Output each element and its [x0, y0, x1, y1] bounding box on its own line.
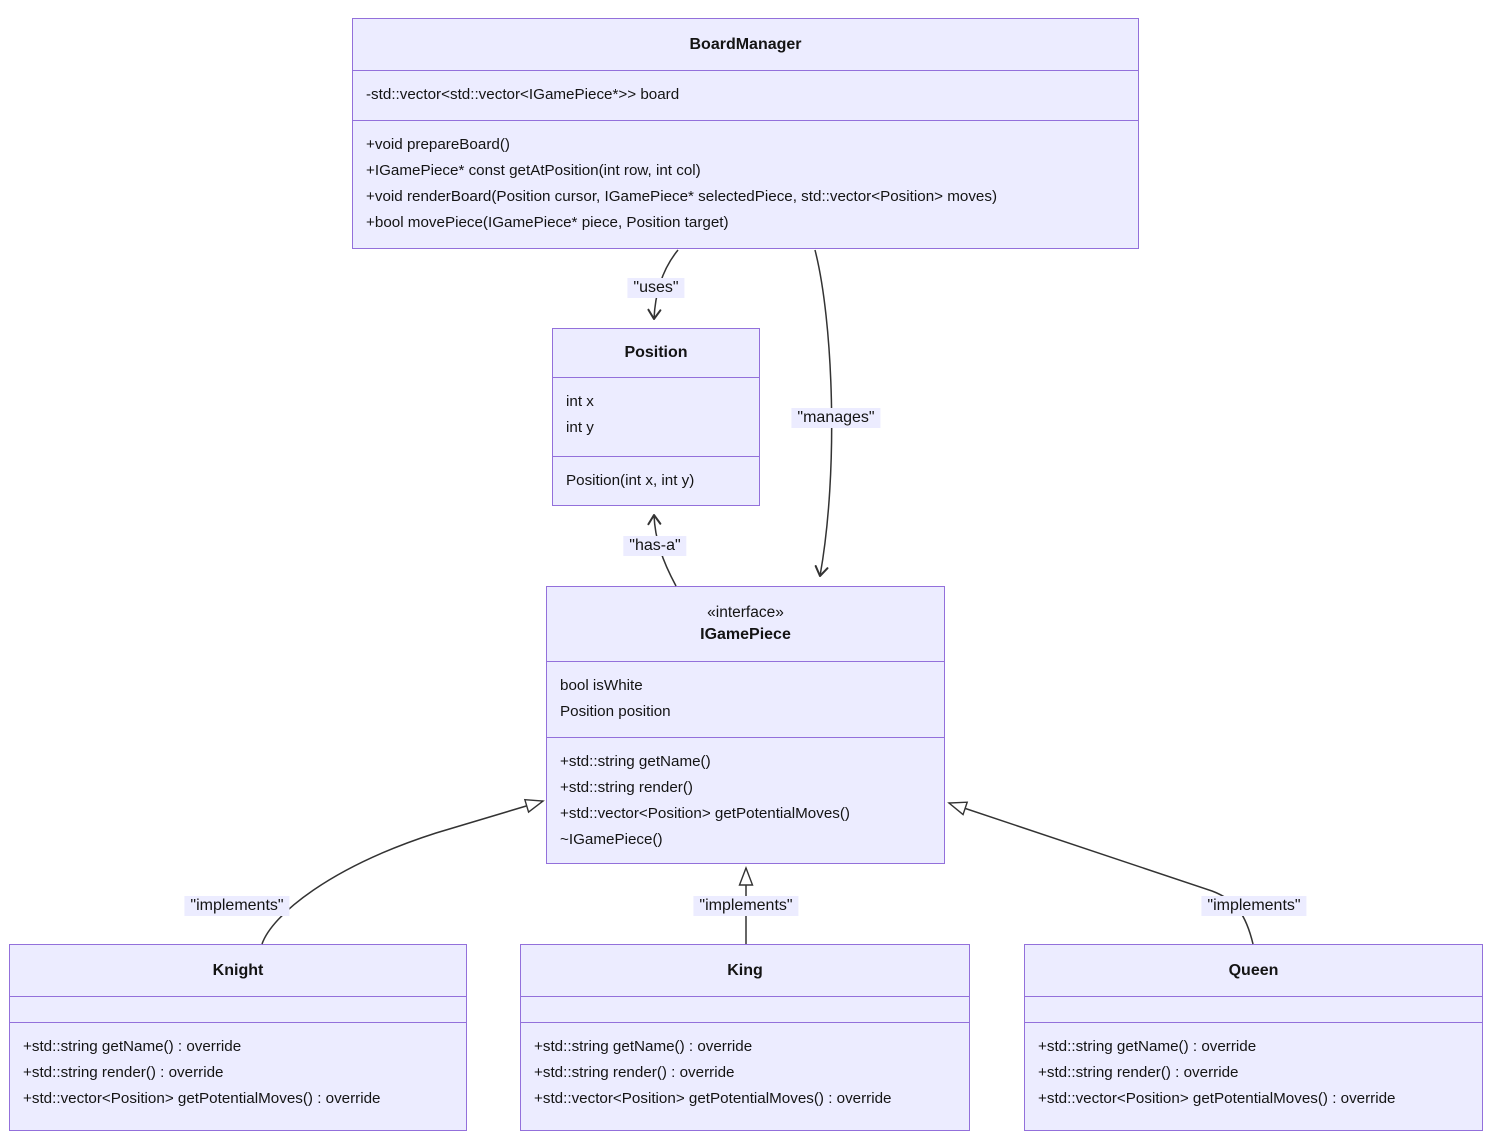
class-methods-boardmanager: +void prepareBoard() +IGamePiece* const g… — [353, 121, 1138, 248]
member-line: Position position — [560, 703, 671, 720]
class-box-knight: Knight +std::string getName() : override… — [9, 944, 467, 1131]
class-title-knight: Knight — [10, 945, 466, 997]
edge-label-uses: "uses" — [627, 278, 685, 298]
class-methods-queen: +std::string getName() : override+std::s… — [1025, 1023, 1482, 1130]
edge-label-has-a: "has-a" — [623, 536, 687, 556]
member-line: +std::string getName() : override — [1038, 1038, 1257, 1055]
class-methods-king: +std::string getName() : override+std::s… — [521, 1023, 969, 1130]
edge-label-implements-king: "implements" — [693, 896, 799, 916]
class-box-queen: Queen +std::string getName() : override+… — [1024, 944, 1483, 1131]
edge-implements-queen — [947, 801, 1254, 945]
class-title-igamepiece: «interface» IGamePiece — [547, 587, 944, 662]
member-line: +std::string render() — [560, 779, 693, 796]
member-line: bool isWhite — [560, 677, 643, 694]
edge-label-implements-knight: "implements" — [184, 896, 290, 916]
class-attributes-knight — [10, 997, 466, 1023]
member-line: +std::vector<Position> getPotentialMoves… — [560, 805, 850, 822]
edge-label-implements-queen: "implements" — [1201, 896, 1307, 916]
member-line: int y — [566, 419, 594, 436]
edge-implements-knight — [261, 798, 545, 945]
class-title-boardmanager: BoardManager — [353, 19, 1138, 71]
member-line: +std::vector<Position> getPotentialMoves… — [1038, 1090, 1396, 1107]
edge-label-manages: "manages" — [791, 408, 881, 428]
class-name: Knight — [212, 961, 264, 979]
class-methods-igamepiece: +std::string getName()+std::string rende… — [547, 738, 944, 864]
class-attributes-boardmanager: -std::vector<std::vector<IGamePiece*>> b… — [353, 71, 1138, 121]
member-line: +std::string getName() — [560, 753, 711, 770]
class-name: Position — [624, 344, 688, 361]
member-line: +void renderBoard(Position cursor, IGame… — [366, 188, 998, 205]
class-title-position: Position — [553, 329, 759, 378]
member-line: ~IGamePiece() — [560, 831, 663, 848]
member-line: +std::string render() : override — [23, 1064, 224, 1081]
class-box-king: King +std::string getName() : override+s… — [520, 944, 970, 1131]
class-title-king: King — [521, 945, 969, 997]
class-box-position: Position int x int y Position(int x, int … — [552, 328, 760, 506]
member-line: +std::string render() : override — [1038, 1064, 1239, 1081]
class-methods-position: Position(int x, int y) — [553, 457, 759, 505]
class-name: King — [727, 961, 763, 979]
member-line: +std::vector<Position> getPotentialMoves… — [23, 1090, 381, 1107]
class-attributes-position: int x int y — [553, 378, 759, 457]
class-attributes-king — [521, 997, 969, 1023]
member-line: +IGamePiece* const getAtPosition(int row… — [366, 162, 701, 179]
class-name: Queen — [1228, 961, 1279, 979]
member-line: +std::vector<Position> getPotentialMoves… — [534, 1090, 892, 1107]
member-line: +std::string getName() : override — [23, 1038, 242, 1055]
member-line: +std::string getName() : override — [534, 1038, 753, 1055]
member-line: -std::vector<std::vector<IGamePiece*>> b… — [366, 86, 680, 103]
member-line: +void prepareBoard() — [366, 136, 510, 153]
member-line: Position(int x, int y) — [566, 472, 695, 489]
class-box-boardmanager: BoardManager -std::vector<std::vector<IG… — [352, 18, 1139, 249]
class-attributes-queen — [1025, 997, 1482, 1023]
class-methods-knight: +std::string getName() : override+std::s… — [10, 1023, 466, 1130]
member-line: +std::string render() : override — [534, 1064, 735, 1081]
class-name: BoardManager — [689, 35, 802, 53]
class-name: IGamePiece — [700, 626, 791, 643]
member-line: +bool movePiece(IGamePiece* piece, Posit… — [366, 214, 729, 231]
class-stereotype: «interface» — [707, 604, 784, 621]
member-line: int x — [566, 393, 594, 410]
class-title-queen: Queen — [1025, 945, 1482, 997]
